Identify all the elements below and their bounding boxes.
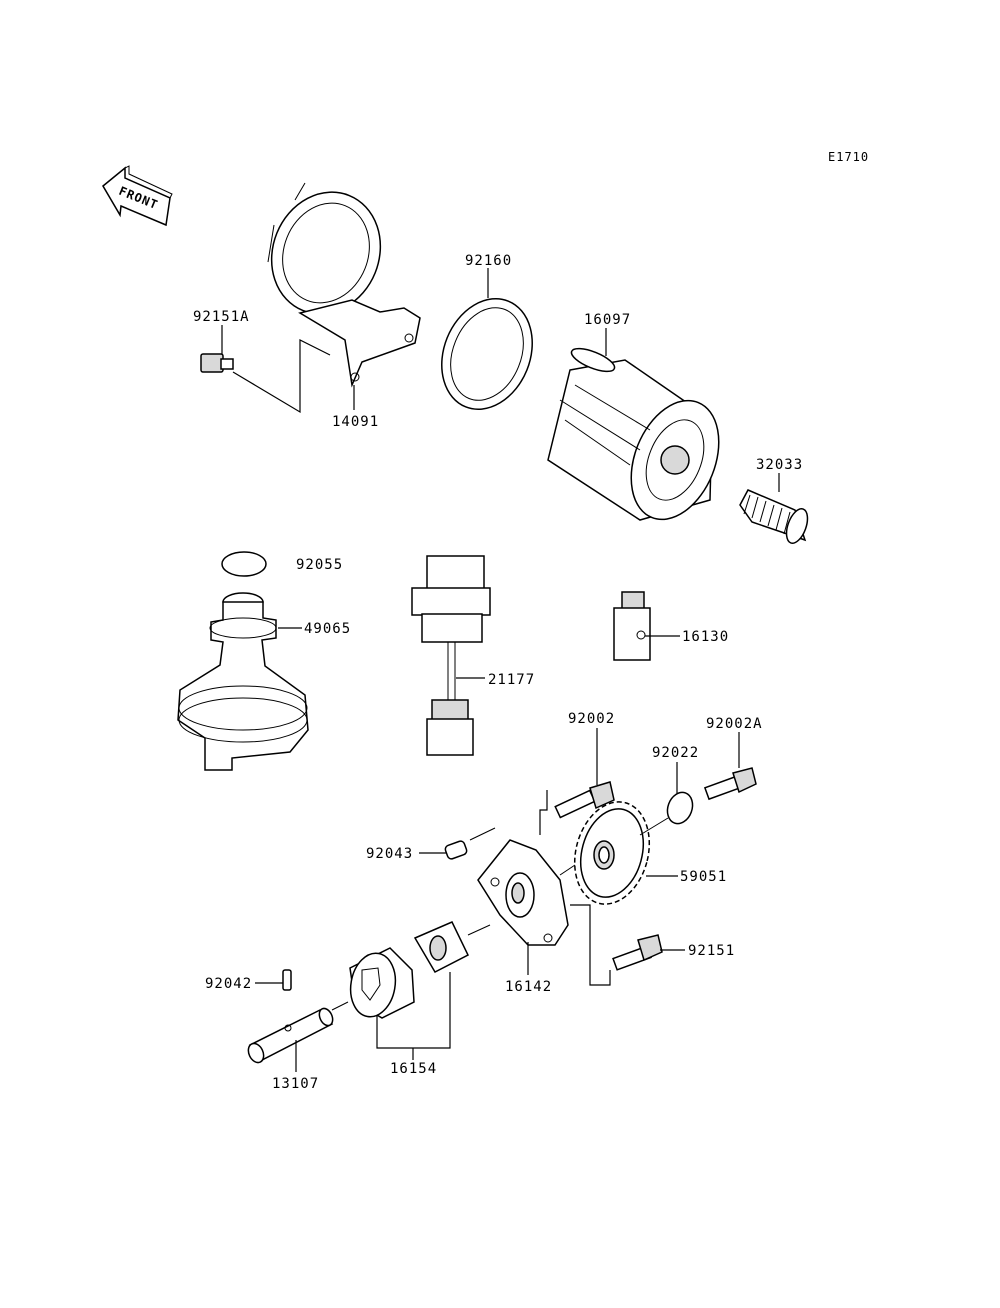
o-ring-92055	[221, 551, 267, 577]
spring-32033	[739, 489, 809, 544]
washer-92022	[666, 791, 694, 825]
oil-pump-body	[477, 839, 569, 946]
adapter-16130	[613, 591, 651, 661]
oil-pressure-switch	[411, 555, 491, 756]
label-92022: 92022	[652, 745, 699, 761]
front-arrow-icon: FRONT	[102, 165, 173, 227]
pin-92042	[282, 969, 292, 991]
gear-59051	[573, 801, 651, 905]
label-14091: 14091	[332, 414, 379, 430]
label-92160: 92160	[465, 253, 512, 269]
bolt-92002a	[703, 767, 757, 801]
oil-filter	[547, 347, 720, 521]
label-16154: 16154	[390, 1061, 437, 1077]
o-ring-92160	[441, 298, 533, 410]
bolt-92151	[612, 934, 663, 971]
label-59051: 59051	[680, 869, 727, 885]
label-32033: 32033	[756, 457, 803, 473]
oil-filter-cover	[267, 182, 421, 388]
label-92002a: 92002A	[706, 716, 763, 732]
label-21177: 21177	[488, 672, 535, 688]
inner-rotor	[413, 921, 469, 973]
label-92002: 92002	[568, 711, 615, 727]
label-92043: 92043	[366, 846, 413, 862]
shaft-13107	[247, 1007, 334, 1064]
bolt-92002	[554, 781, 615, 819]
pin-92043	[444, 840, 468, 860]
label-92055: 92055	[296, 557, 343, 573]
label-92151: 92151	[688, 943, 735, 959]
label-92042: 92042	[205, 976, 252, 992]
outer-rotor	[349, 947, 415, 1019]
label-92151a: 92151A	[193, 309, 250, 325]
label-16097: 16097	[584, 312, 631, 328]
label-16142: 16142	[505, 979, 552, 995]
label-16130: 16130	[682, 629, 729, 645]
label-13107: 13107	[272, 1076, 319, 1092]
pipe-49065	[177, 592, 309, 771]
label-49065: 49065	[304, 621, 351, 637]
bolt-92151a	[200, 353, 234, 373]
diagram-code: E1710	[828, 150, 869, 164]
